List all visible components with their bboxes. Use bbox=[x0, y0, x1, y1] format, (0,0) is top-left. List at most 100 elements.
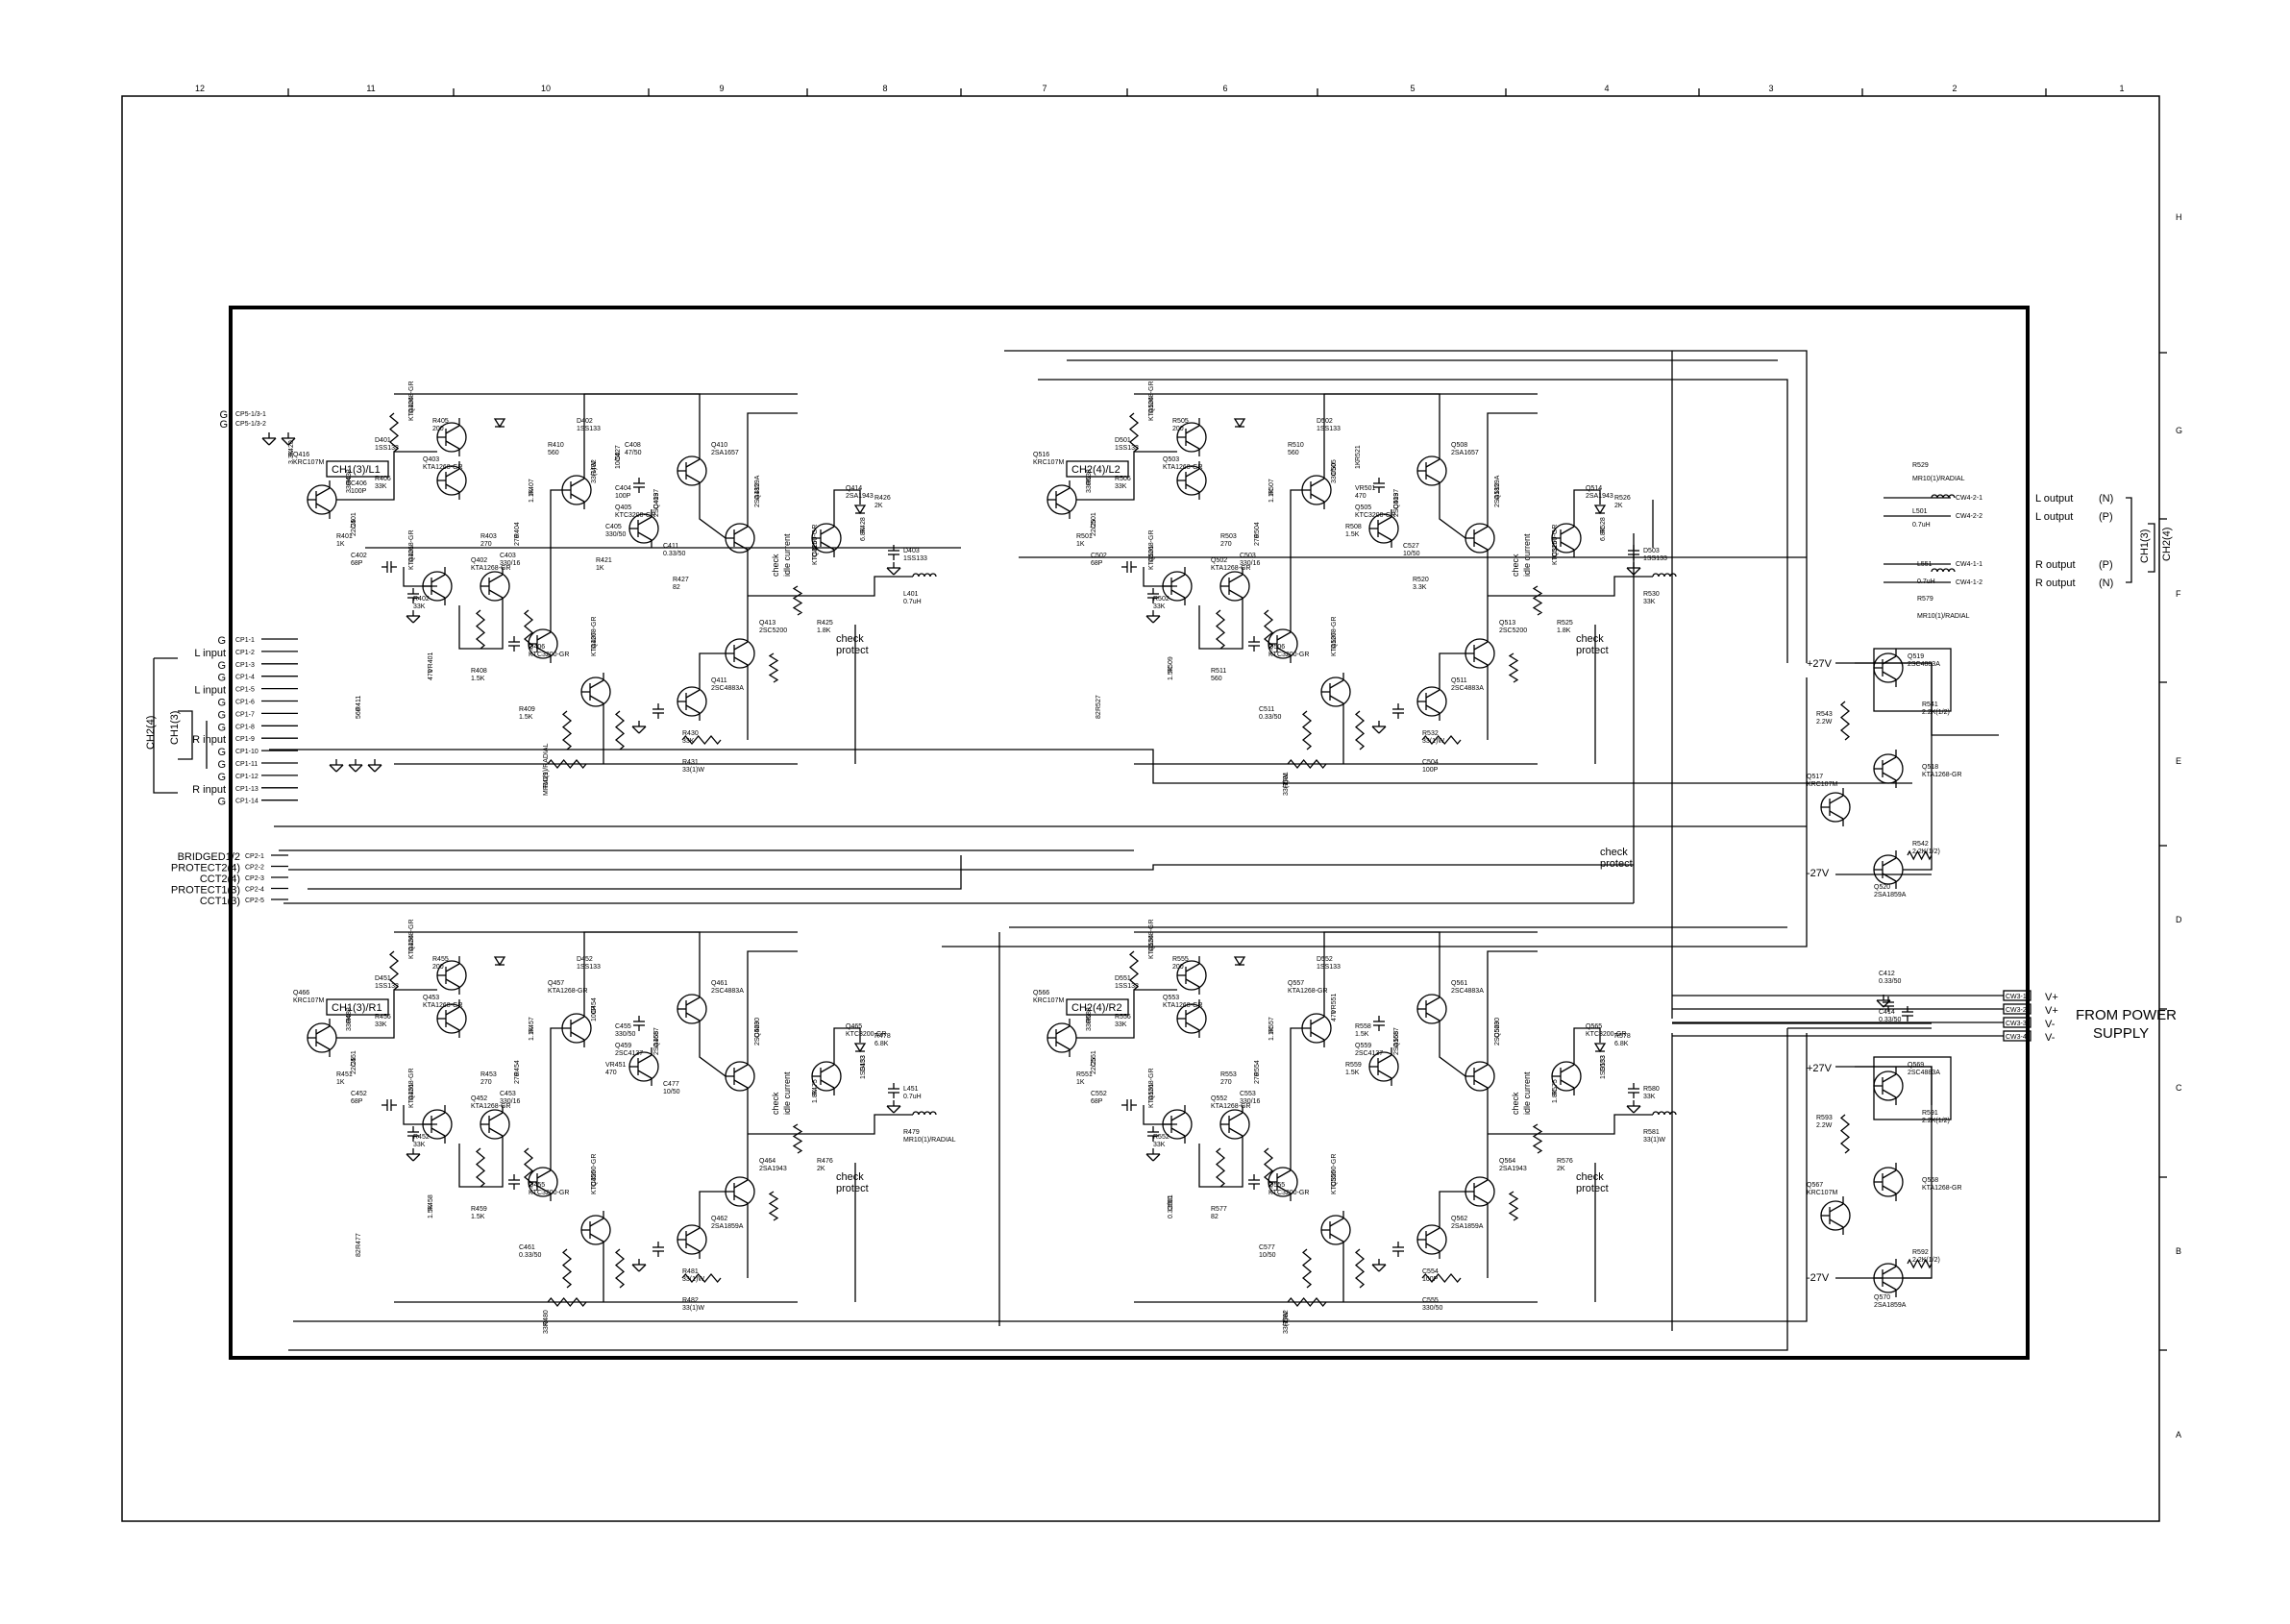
component-ref: Q519 bbox=[1908, 653, 1924, 660]
component-value: KTA1268-GR bbox=[408, 1069, 415, 1109]
component-ref: R476 bbox=[817, 1158, 833, 1165]
component-value: 560 bbox=[1211, 676, 1222, 682]
polarity-label: (P) bbox=[2099, 559, 2113, 571]
connector-pin-label: G bbox=[217, 635, 226, 647]
component-value: 1K bbox=[1355, 460, 1362, 469]
transistor bbox=[628, 509, 659, 548]
wire bbox=[458, 1144, 504, 1188]
wire bbox=[1198, 1144, 1243, 1188]
component-ref: C452 bbox=[351, 1091, 367, 1097]
component-ref: Q466 bbox=[293, 990, 309, 997]
inductor-turn bbox=[923, 1111, 931, 1116]
component-value: 82 bbox=[356, 1249, 362, 1257]
wire bbox=[1573, 1027, 1601, 1057]
resistor bbox=[1532, 585, 1543, 616]
capacitor bbox=[653, 1242, 664, 1257]
component-value: 2K bbox=[817, 1166, 825, 1172]
component-value: 3.3K bbox=[1413, 584, 1427, 591]
inductor-turn bbox=[929, 1111, 937, 1116]
transistor-collector bbox=[570, 1016, 585, 1025]
transistor-emitter bbox=[1310, 493, 1325, 503]
parts-layer bbox=[261, 418, 1956, 1297]
diode-body bbox=[853, 504, 867, 515]
transistor-emitter bbox=[820, 1079, 835, 1089]
transistor bbox=[436, 418, 467, 456]
gnd-tri bbox=[886, 1105, 895, 1114]
component-value: 33(1)W bbox=[682, 1276, 704, 1283]
gnd-tri bbox=[335, 764, 344, 773]
wire bbox=[1488, 576, 1653, 597]
transistor bbox=[1176, 999, 1207, 1038]
component-ref: R593 bbox=[1816, 1115, 1833, 1121]
component-value: 82 bbox=[1211, 1214, 1219, 1220]
capacitor bbox=[633, 1016, 645, 1031]
side-label: CH1(3) bbox=[169, 711, 181, 745]
connector-pin-label: L input bbox=[194, 685, 226, 697]
component-value: 33(1)W bbox=[682, 767, 704, 774]
gnd-tri bbox=[355, 764, 363, 773]
component-value: 2.2W bbox=[1816, 1122, 1833, 1129]
component-value: 330/16 bbox=[1240, 1098, 1261, 1105]
component-value: 2SC4883A bbox=[1908, 661, 1940, 668]
component-value: 1SS133 bbox=[577, 964, 601, 971]
transistor-collector bbox=[1882, 1073, 1897, 1083]
capacitor bbox=[382, 1099, 397, 1111]
inductor-turn bbox=[1652, 1111, 1660, 1116]
transistor bbox=[1465, 519, 1495, 557]
inductor-turn bbox=[1663, 1111, 1671, 1116]
component-value: 33(1)W bbox=[682, 1305, 704, 1312]
component-ref: Q516 bbox=[1033, 452, 1049, 458]
component-ref: R551 bbox=[1076, 1071, 1093, 1078]
transistor-collector bbox=[1425, 1227, 1440, 1237]
component-value: 470 bbox=[428, 669, 434, 680]
check-protect-label: protect bbox=[1600, 858, 1633, 870]
component-value: 2K bbox=[1557, 1166, 1565, 1172]
interconnect-wire bbox=[942, 677, 1808, 947]
component-ref: R592 bbox=[1912, 1249, 1929, 1256]
output-coil-label: MR10(1)/RADIAL bbox=[1912, 476, 1965, 482]
component-value: 33K bbox=[1153, 1142, 1166, 1148]
component-value: 22/25 bbox=[351, 1057, 357, 1074]
resistor bbox=[681, 1272, 722, 1284]
transistor bbox=[528, 625, 558, 663]
component-value: 560 bbox=[1288, 450, 1299, 456]
component-ref: R420 bbox=[288, 440, 295, 456]
inductor bbox=[1652, 573, 1677, 578]
component-ref: R411 bbox=[356, 696, 362, 711]
component-ref: R428 bbox=[860, 517, 867, 533]
interconnect-wire bbox=[293, 1033, 1808, 1322]
component-value: 68P bbox=[1091, 560, 1103, 567]
component-ref: R578 bbox=[1614, 1033, 1631, 1040]
check-protect-label: protect bbox=[836, 1183, 869, 1194]
transistor-collector bbox=[1560, 1064, 1575, 1073]
component-ref: C477 bbox=[663, 1081, 679, 1088]
transistor bbox=[1873, 1163, 1904, 1201]
bracket bbox=[153, 658, 178, 794]
capacitor bbox=[1147, 1126, 1159, 1142]
component-ref: Q412 bbox=[754, 483, 761, 500]
wire bbox=[1290, 1027, 1302, 1163]
diode bbox=[1593, 504, 1607, 515]
regulator-box bbox=[1873, 1056, 1952, 1120]
component-ref: Q507 bbox=[1331, 632, 1338, 649]
component-ref: D403 bbox=[903, 548, 920, 554]
transistor-collector bbox=[1377, 516, 1392, 526]
polarity-label: (P) bbox=[2099, 511, 2113, 523]
ground-symbol bbox=[1626, 562, 1641, 576]
transistor bbox=[1047, 480, 1077, 519]
component-ref: C577 bbox=[1259, 1244, 1275, 1251]
component-value: 1SS133 bbox=[1317, 964, 1341, 971]
interconnect-wire bbox=[1038, 379, 1788, 663]
component-value: 6.8K bbox=[1614, 1041, 1629, 1047]
transistor-collector bbox=[1425, 997, 1440, 1006]
rail-label: +27V bbox=[1807, 1063, 1833, 1074]
component-ref: C511 bbox=[1259, 706, 1274, 713]
connector-pin-label: G bbox=[217, 673, 226, 684]
gnd-tri bbox=[1626, 1105, 1635, 1114]
component-value: 330K bbox=[346, 477, 353, 493]
transistor-emitter bbox=[1560, 1079, 1575, 1089]
wire bbox=[336, 451, 437, 501]
transistor bbox=[725, 634, 755, 673]
component-value: 0.33/50 bbox=[1879, 1017, 1901, 1023]
component-value: 270 bbox=[1254, 1072, 1261, 1084]
